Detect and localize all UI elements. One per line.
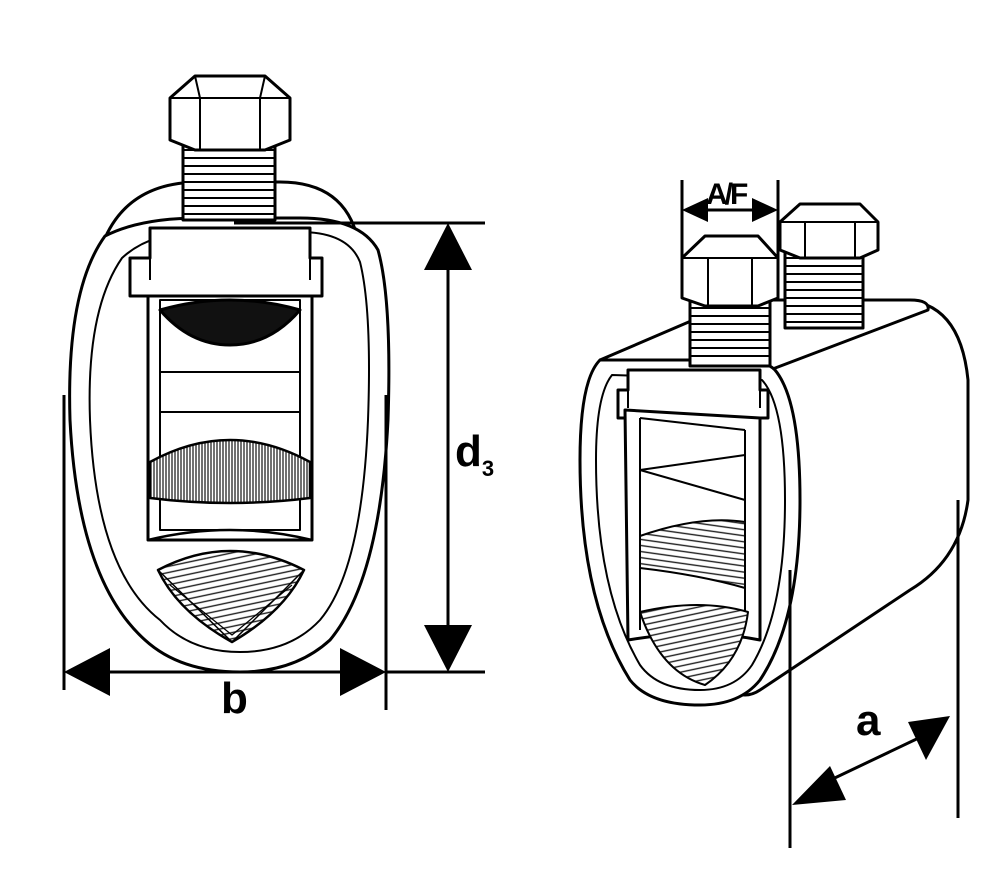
a-arrow-upper — [908, 716, 950, 760]
label-depth-subscript: 3 — [482, 456, 494, 481]
label-width-b: b — [221, 674, 248, 723]
b-arrow-right — [340, 648, 386, 696]
label-depth-d: d3 — [455, 427, 494, 481]
groove-hatched-iso — [639, 604, 749, 686]
dimension-lines — [62, 180, 960, 848]
lower-contact-hatched — [148, 438, 312, 505]
af-arrow-left — [682, 198, 708, 222]
a-dimension-line — [819, 733, 926, 787]
hex-bolt-front — [168, 74, 292, 222]
hex-bolt-front-iso — [680, 234, 780, 368]
clamp-front-view — [68, 180, 391, 674]
clamp-inner-edge — [88, 231, 370, 653]
hex-head — [168, 74, 292, 152]
label-depth-main: d — [455, 427, 482, 476]
label-length-a: a — [856, 696, 881, 745]
v-groove-hatched — [156, 549, 306, 644]
clamp-isometric-view — [578, 298, 970, 707]
pressure-plate — [128, 226, 324, 298]
pressure-plate-iso — [616, 368, 770, 420]
contact-hatched-iso — [639, 519, 746, 589]
label-across-flats: A/F — [706, 178, 748, 211]
b-arrow-left — [64, 648, 110, 696]
upper-contact-crescent — [158, 298, 302, 347]
hex-bolt-rear — [778, 202, 880, 330]
af-arrow-right — [752, 198, 778, 222]
a-arrow-lower — [792, 766, 846, 805]
d3-arrow-bottom — [424, 625, 472, 672]
d3-arrow-top — [424, 223, 472, 270]
